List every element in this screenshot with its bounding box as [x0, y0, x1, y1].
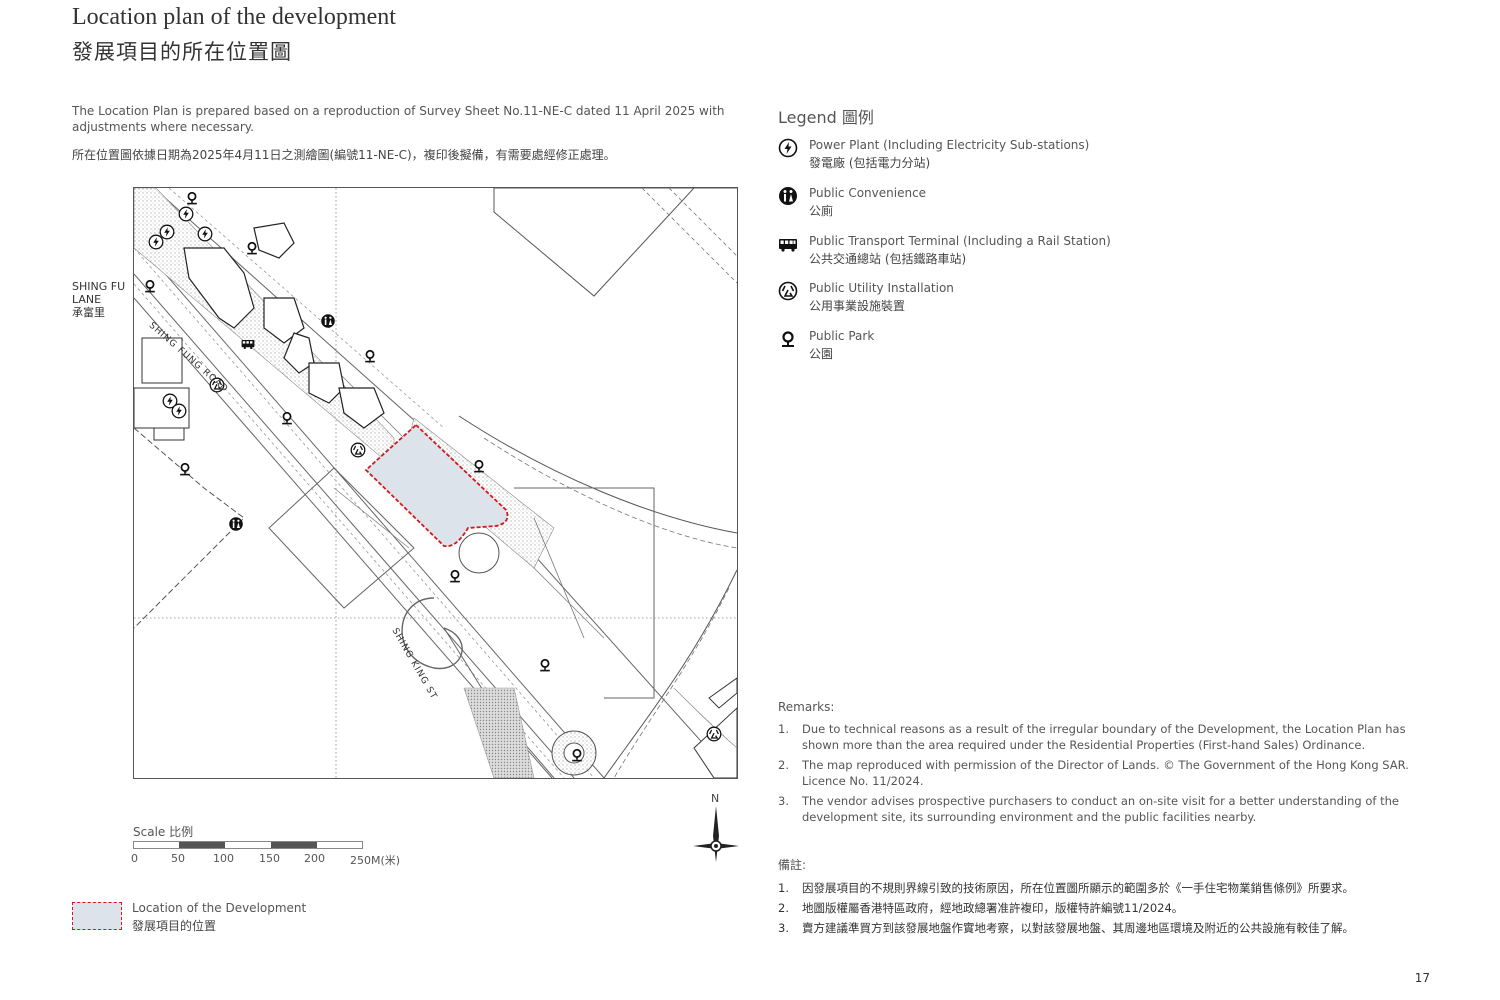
location-key-zh: 發展項目的位置 — [132, 919, 217, 933]
power-plant-icon — [148, 234, 164, 250]
shing-fu-lane-label: SHING FU LANE 承富里 — [72, 280, 125, 319]
legend-item-public-convenience: Public Convenience 公廁 — [778, 186, 1298, 226]
remarks-heading: Remarks: — [778, 700, 835, 714]
compass-icon — [693, 806, 739, 862]
remarks-zh: 備註: 1. 因發展項目的不規則界線引致的技術原因，所在位置圖所顯示的範圍多於《… — [778, 856, 1433, 940]
scale-tick: 50 — [171, 852, 185, 865]
legend-item-public-park: Public Park 公園 — [778, 329, 1298, 369]
legend-label-en: Public Transport Terminal (Including a R… — [809, 234, 1111, 248]
legend-title: Legend 圖例 — [778, 108, 874, 127]
intro-text-en: The Location Plan is prepared based on a… — [72, 104, 725, 134]
remark-number: 1. — [778, 881, 789, 895]
legend-label-en: Power Plant (Including Electricity Sub-s… — [809, 138, 1090, 152]
page-title-en: Location plan of the development — [72, 4, 396, 30]
location-swatch — [72, 902, 122, 930]
legend-item-public-transport-terminal: Public Transport Terminal (Including a R… — [778, 234, 1298, 274]
power-plant-icon — [197, 226, 213, 242]
remark-number: 3. — [778, 794, 789, 808]
power-plant-icon — [778, 138, 798, 158]
remark-item: 1. 因發展項目的不規則界線引致的技術原因，所在位置圖所顯示的範圍多於《一手住宅… — [778, 880, 1433, 896]
public-utility-icon — [706, 726, 722, 742]
remark-item: 2. 地圖版權屬香港特區政府，經地政總署准許複印，版權特許編號11/2024。 — [778, 900, 1433, 916]
public-park-icon — [246, 241, 258, 256]
map-drawing — [134, 188, 737, 778]
public-convenience-icon — [321, 314, 335, 328]
scale-tick: 200 — [304, 852, 325, 865]
public-park-icon — [782, 331, 794, 347]
public-park-icon — [179, 462, 191, 477]
remark-text: The vendor advises prospective purchaser… — [802, 794, 1399, 824]
remark-number: 3. — [778, 921, 789, 935]
location-map: SHING FUNG ROAD SHING KING ST — [133, 187, 738, 779]
remark-item: 1. Due to technical reasons as a result … — [778, 721, 1433, 753]
power-plant-icon — [159, 224, 175, 240]
public-park-icon — [364, 349, 376, 364]
scale-label: Scale 比例 — [133, 825, 194, 839]
remark-item: 2. The map reproduced with permission of… — [778, 757, 1433, 789]
scale-tick: 150 — [259, 852, 280, 865]
remarks-en: Remarks: 1. Due to technical reasons as … — [778, 700, 1433, 829]
remark-text: The map reproduced with permission of th… — [802, 758, 1409, 788]
remark-item: 3. The vendor advises prospective purcha… — [778, 793, 1433, 825]
legend-label-zh: 公園 — [809, 347, 834, 361]
location-key-en: Location of the Development — [132, 901, 307, 915]
legend-label-zh: 公用事業設施裝置 — [809, 299, 906, 313]
remark-text: 賣方建議準買方到該發展地盤作實地考察，以對該發展地盤、其周邊地區環境及附近的公共… — [802, 921, 1354, 935]
power-plant-icon — [171, 403, 187, 419]
legend-label-zh: 公廁 — [809, 204, 834, 218]
legend-label-zh: 發電廠 (包括電力分站) — [809, 156, 931, 170]
scale-tick: 100 — [213, 852, 234, 865]
public-convenience-icon — [229, 517, 243, 531]
public-park-icon — [449, 569, 461, 584]
remark-item: 3. 賣方建議準買方到該發展地盤作實地考察，以對該發展地盤、其周邊地區環境及附近… — [778, 920, 1433, 936]
page-number: 17 — [1414, 971, 1430, 985]
development-site — [364, 423, 509, 548]
legend-label-en: Public Park — [809, 329, 875, 343]
scale-bar-graphic — [133, 841, 363, 849]
public-park-icon — [281, 411, 293, 426]
scale-bar: Scale 比例 0 50 100 150 200 250M(米) — [131, 823, 423, 873]
public-transport-terminal-icon — [779, 239, 797, 252]
public-utility-icon — [778, 281, 798, 301]
legend-label-en: Public Utility Installation — [809, 281, 954, 295]
remark-text: Due to technical reasons as a result of … — [802, 722, 1406, 752]
public-park-icon — [186, 191, 198, 206]
remarks-heading: 備註: — [778, 858, 807, 872]
remark-number: 1. — [778, 722, 789, 736]
location-key: Location of the Development 發展項目的位置 — [72, 900, 372, 936]
north-label: N — [711, 792, 720, 805]
remark-number: 2. — [778, 758, 789, 772]
shing-fu-lane-zh: 承富里 — [72, 306, 105, 319]
shing-fu-lane-en-line1: SHING FU — [72, 280, 126, 293]
public-park-icon — [144, 279, 156, 294]
intro-text-zh: 所在位置圖依據日期為2025年4月11日之測繪圖(編號11-NE-C)，複印後擬… — [72, 148, 616, 162]
scale-tick: 0 — [131, 852, 138, 865]
scale-tick: 250M(米) — [350, 854, 401, 867]
page-title-zh: 發展項目的所在位置圖 — [72, 40, 292, 64]
legend-item-public-utility: Public Utility Installation 公用事業設施裝置 — [778, 281, 1298, 321]
remark-number: 2. — [778, 901, 789, 915]
public-convenience-icon — [779, 187, 797, 205]
shing-fu-lane-en-line2: LANE — [72, 293, 102, 306]
public-park-icon — [539, 658, 551, 673]
public-utility-icon — [350, 442, 366, 458]
power-plant-icon — [178, 206, 194, 222]
legend-item-power-plant: Power Plant (Including Electricity Sub-s… — [778, 138, 1298, 178]
north-arrow: N — [693, 792, 739, 864]
remark-text: 因發展項目的不規則界線引致的技術原因，所在位置圖所顯示的範圍多於《一手住宅物業銷… — [802, 881, 1354, 895]
legend-label-en: Public Convenience — [809, 186, 927, 200]
legend-label-zh: 公共交通總站 (包括鐵路車站) — [809, 252, 967, 266]
remark-text: 地圖版權屬香港特區政府，經地政總署准許複印，版權特許編號11/2024。 — [802, 901, 1184, 915]
